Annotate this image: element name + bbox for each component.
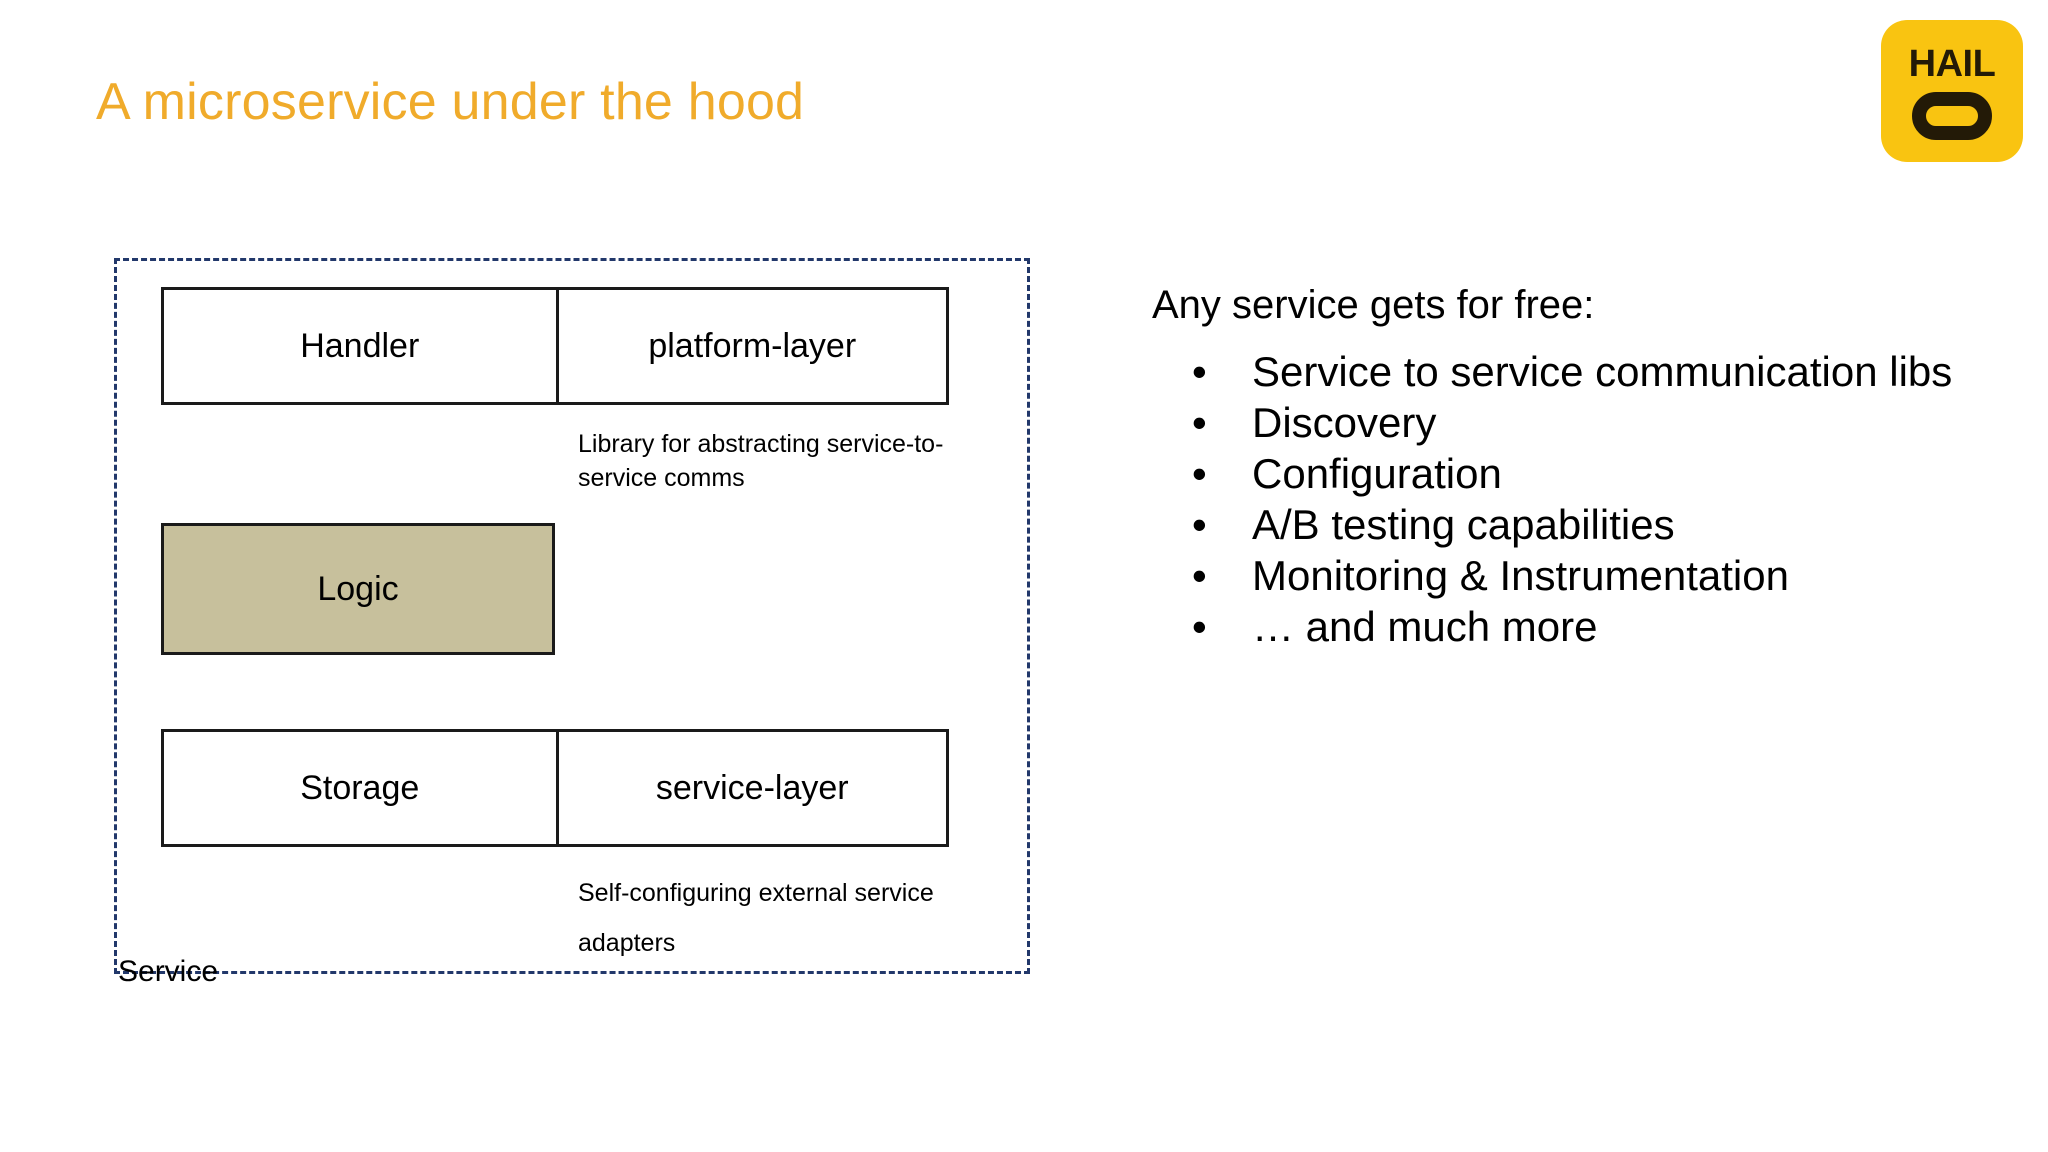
logic-box: Logic <box>161 523 555 655</box>
service-layer-box: service-layer <box>555 732 947 844</box>
list-item-label: … and much more <box>1252 603 1598 651</box>
bullet-icon: • <box>1192 552 1207 600</box>
list-item: • Configuration <box>1178 450 1958 497</box>
bullet-icon: • <box>1192 348 1207 395</box>
benefits-list: • Service to service communication libs … <box>1178 348 1958 654</box>
list-item: • Service to service communication libs <box>1178 348 1958 395</box>
storage-service-row: Storage service-layer <box>161 729 949 847</box>
list-item-label: A/B testing capabilities <box>1252 501 1675 549</box>
platform-layer-caption: Library for abstracting service-to-servi… <box>578 430 944 492</box>
list-item: • A/B testing capabilities <box>1178 501 1958 548</box>
list-item-label: Configuration <box>1252 450 1502 498</box>
hail-logo-text: HAIL <box>1908 42 1996 85</box>
oval-ring-icon <box>1912 91 1992 140</box>
service-layer-caption: Self-configuring external service adapte… <box>578 879 934 957</box>
service-boundary-label: Service <box>118 955 219 988</box>
list-item-label: Monitoring & Instrumentation <box>1252 552 1789 600</box>
handler-box: Handler <box>300 326 420 365</box>
list-item: • … and much more <box>1178 603 1958 650</box>
service-boundary <box>114 258 1030 974</box>
list-item-label: Service to service communication libs <box>1252 348 1953 395</box>
storage-box: Storage <box>300 768 420 807</box>
list-item-label: Discovery <box>1252 399 1437 447</box>
bullet-icon: • <box>1192 450 1207 498</box>
platform-layer-box: platform-layer <box>555 290 947 402</box>
list-item: • Monitoring & Instrumentation <box>1178 552 1958 599</box>
bullet-icon: • <box>1192 501 1207 549</box>
bullet-icon: • <box>1192 603 1207 651</box>
hail-logo: HAIL <box>1881 20 2023 162</box>
benefits-heading: Any service gets for free: <box>1152 283 1595 327</box>
list-item: • Discovery <box>1178 399 1958 446</box>
bullet-icon: • <box>1192 399 1207 447</box>
page-title: A microservice under the hood <box>96 73 805 131</box>
handler-platform-row: Handler platform-layer <box>161 287 949 405</box>
